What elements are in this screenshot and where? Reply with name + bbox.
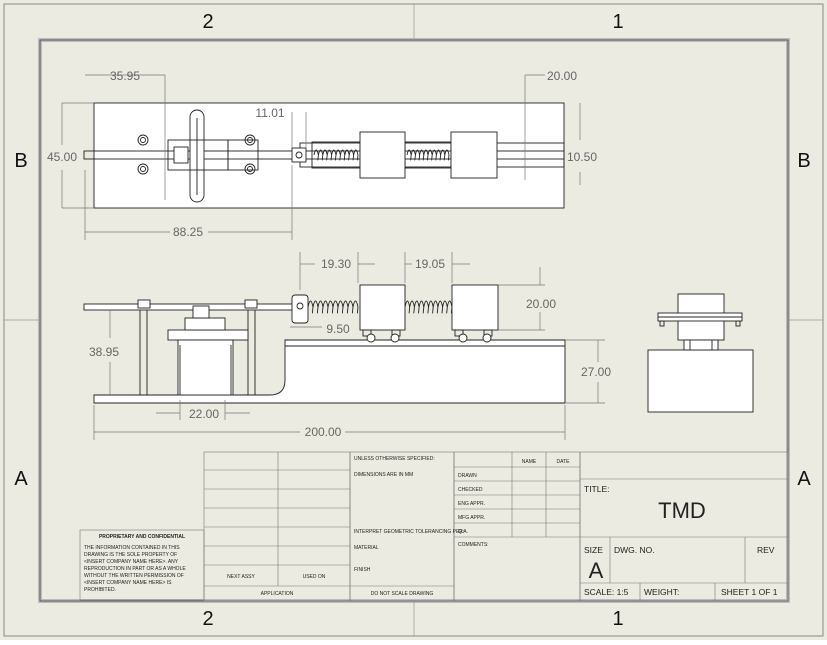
application-label: APPLICATION — [261, 591, 294, 597]
front-view-base — [93, 339, 566, 404]
size-label: SIZE — [584, 545, 603, 555]
dim-top-35-95: 35.95 — [110, 69, 140, 83]
front-view-mass-2 — [451, 284, 499, 331]
finish-label: FINISH — [354, 567, 371, 573]
front-view-spring-2 — [404, 300, 453, 314]
side-view-base — [647, 349, 754, 413]
drawn-label: DRAWN — [458, 473, 477, 479]
dim-top-88-25: 88.25 — [173, 225, 203, 239]
do-not-scale-label: DO NOT SCALE DRAWING — [371, 591, 434, 597]
mfg-appr-label: MFG APPR. — [458, 515, 485, 521]
dim-front-20-00: 20.00 — [526, 297, 556, 311]
zone-label-bottom-1: 1 — [612, 608, 623, 630]
dim-front-22-00: 22.00 — [189, 407, 219, 421]
dim-front-19-05: 19.05 — [415, 257, 445, 271]
dwg-no-label: DWG. NO. — [614, 545, 655, 555]
front-view-rod — [83, 303, 295, 311]
next-assy-label: NEXT ASSY — [227, 574, 255, 580]
dim-top-20-00: 20.00 — [547, 69, 577, 83]
zone-label-bottom-2: 2 — [202, 608, 213, 630]
title-block: PROPRIETARY AND CONFIDENTIAL THE INFORMA… — [79, 451, 789, 602]
interpret-label: INTERPRET GEOMETRIC TOLERANCING PER: — [354, 529, 464, 535]
unless-specified-label: UNLESS OTHERWISE SPECIFIED: — [354, 456, 435, 462]
zone-label-right-b: B — [797, 150, 810, 172]
zone-label-left-b: B — [14, 150, 27, 172]
front-view-mass-1 — [359, 284, 406, 331]
dim-front-200-00: 200.00 — [305, 425, 342, 439]
scale-label: SCALE: 1:5 — [584, 587, 629, 597]
dim-front-9-50: 9.50 — [326, 322, 350, 336]
dim-top-11-01: 11.01 — [255, 106, 284, 120]
zone-label-left-a: A — [14, 468, 28, 490]
material-label: MATERIAL — [354, 545, 379, 551]
dimensions-note: DIMENSIONS ARE IN MM — [354, 472, 413, 478]
proprietary-title: PROPRIETARY AND CONFIDENTIAL — [99, 534, 185, 540]
date-column-label: DATE — [557, 459, 571, 465]
proprietary-line-1: THE INFORMATION CONTAINED IN THIS — [84, 545, 180, 551]
checked-label: CHECKED — [458, 487, 483, 493]
top-view: 35.95 11.01 20.00 45.00 10.50 88.25 — [47, 69, 597, 240]
proprietary-line-5: WITHOUT THE WRITTEN PERMISSION OF — [84, 573, 184, 579]
zone-label-top-2: 2 — [202, 11, 213, 33]
front-view-spring-1 — [307, 300, 359, 314]
dim-front-38-95: 38.95 — [89, 345, 119, 359]
drawing-title: TMD — [658, 498, 706, 523]
top-view-mass-1 — [359, 131, 406, 179]
proprietary-line-3: <INSERT COMPANY NAME HERE>. ANY — [84, 559, 179, 565]
dim-front-27-00: 27.00 — [581, 365, 611, 379]
front-view-servo-top — [167, 329, 249, 341]
front-view-servo-body — [177, 339, 234, 396]
used-on-label: USED ON — [303, 574, 326, 580]
dim-top-10-50: 10.50 — [567, 150, 597, 164]
zone-label-top-1: 1 — [612, 11, 623, 33]
top-view-mass-2 — [450, 131, 498, 179]
title-label: TITLE: — [584, 484, 610, 494]
qa-label: Q.A. — [458, 529, 468, 535]
rev-label: REV — [757, 545, 775, 555]
name-column-label: NAME — [522, 459, 537, 465]
proprietary-line-4: REPRODUCTION IN PART OR AS A WHOLE — [84, 566, 186, 572]
sheet-label: SHEET 1 OF 1 — [721, 587, 778, 597]
dim-front-19-30: 19.30 — [321, 257, 351, 271]
comments-label: COMMENTS: — [458, 542, 489, 548]
dim-top-45-00: 45.00 — [47, 150, 77, 164]
eng-appr-label: ENG APPR. — [458, 501, 485, 507]
weight-label: WEIGHT: — [644, 587, 679, 597]
proprietary-line-6: <INSERT COMPANY NAME HERE> IS — [84, 580, 172, 586]
size-value: A — [589, 558, 604, 583]
side-view — [647, 293, 754, 413]
proprietary-line-7: PROHIBITED. — [84, 587, 116, 593]
zone-label-right-a: A — [797, 468, 811, 490]
proprietary-line-2: DRAWING IS THE SOLE PROPERTY OF — [84, 552, 177, 558]
front-view: 19.30 19.05 20.00 9.50 38.95 27.00 22.00… — [83, 252, 611, 440]
